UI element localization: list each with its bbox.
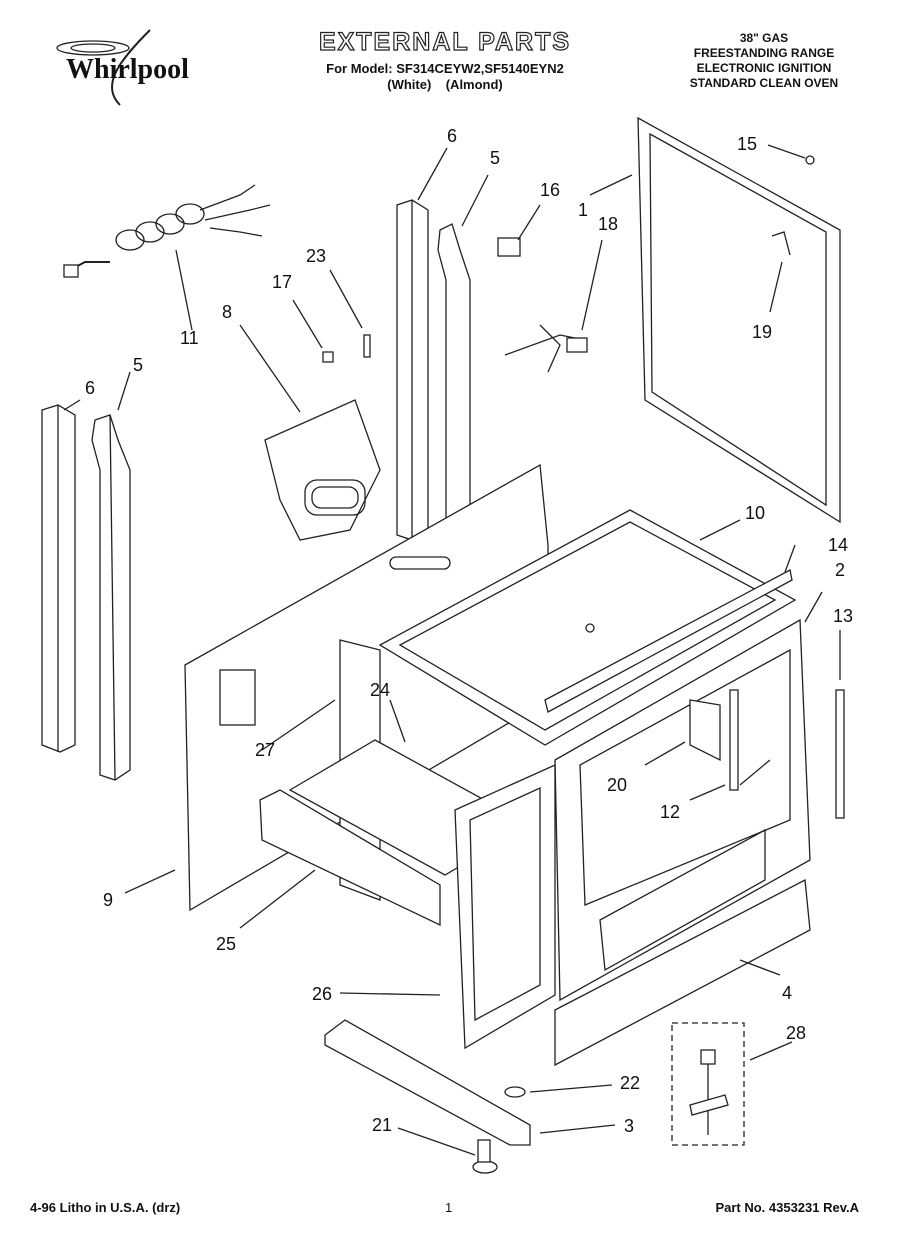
callout: 18 xyxy=(598,214,619,234)
callout: 14 xyxy=(828,535,849,555)
callout: 13 xyxy=(833,606,854,626)
callout: 8 xyxy=(222,302,233,322)
part-2-frame xyxy=(554,618,811,1002)
callout: 4 xyxy=(782,983,793,1003)
spec-line: ELECTRONIC IGNITION xyxy=(696,61,832,75)
colors-line: (White) (Almond) xyxy=(387,77,503,92)
page-title: EXTERNAL PARTS xyxy=(318,27,572,56)
callout: 28 xyxy=(786,1023,807,1043)
part-1-frame xyxy=(637,116,841,524)
footer-litho: 4-96 Litho in U.S.A. (drz) xyxy=(30,1200,181,1215)
part-3-rail xyxy=(324,1019,531,1146)
part-18-harness xyxy=(504,324,588,373)
callout: 5 xyxy=(133,355,144,375)
callout: 25 xyxy=(216,934,237,954)
model-line: For Model: SF314CEYW2,SF5140EYN2 xyxy=(326,61,564,76)
callout: 27 xyxy=(255,740,276,760)
part-8-vent xyxy=(264,399,381,541)
footer-part-number: Part No. 4353231 Rev.A xyxy=(715,1200,859,1215)
callout: 24 xyxy=(370,680,391,700)
part-6-center xyxy=(396,199,429,541)
part-5-center xyxy=(437,223,471,531)
callout: 16 xyxy=(540,180,561,200)
spec-line: 38" GAS xyxy=(739,31,789,45)
part-4-kickplate xyxy=(554,878,811,1067)
whirlpool-logo-swirl-icon xyxy=(56,29,151,106)
callout: 15 xyxy=(737,134,758,154)
callout: 5 xyxy=(490,148,501,168)
callout: 2 xyxy=(835,560,846,580)
spec-line: FREESTANDING RANGE xyxy=(693,46,835,60)
callout: 6 xyxy=(447,126,458,146)
part-16-bracket xyxy=(497,237,521,257)
callout: 12 xyxy=(660,802,681,822)
callout: 10 xyxy=(745,503,766,523)
part-11-cord xyxy=(63,184,271,278)
callout: 9 xyxy=(103,890,114,910)
callout: 19 xyxy=(752,322,773,342)
callout: 6 xyxy=(85,378,96,398)
part-26-door-frame xyxy=(454,763,556,1050)
part-5-left xyxy=(91,414,131,781)
callout: 22 xyxy=(620,1073,641,1093)
callout: 26 xyxy=(312,984,333,1004)
callout: 17 xyxy=(272,272,293,292)
callout: 11 xyxy=(180,328,199,348)
spec-line: STANDARD CLEAN OVEN xyxy=(689,76,839,90)
part-6-left xyxy=(41,404,76,753)
footer-page-number: 1 xyxy=(445,1200,453,1215)
callout: 21 xyxy=(372,1115,393,1135)
callout: 20 xyxy=(607,775,628,795)
part-25-frame xyxy=(259,789,441,927)
callout: 3 xyxy=(624,1116,635,1136)
part-10-top xyxy=(378,509,797,746)
brand-logo: Whirlpool xyxy=(66,54,189,85)
callout: 23 xyxy=(306,246,327,266)
callout: 1 xyxy=(578,200,589,220)
